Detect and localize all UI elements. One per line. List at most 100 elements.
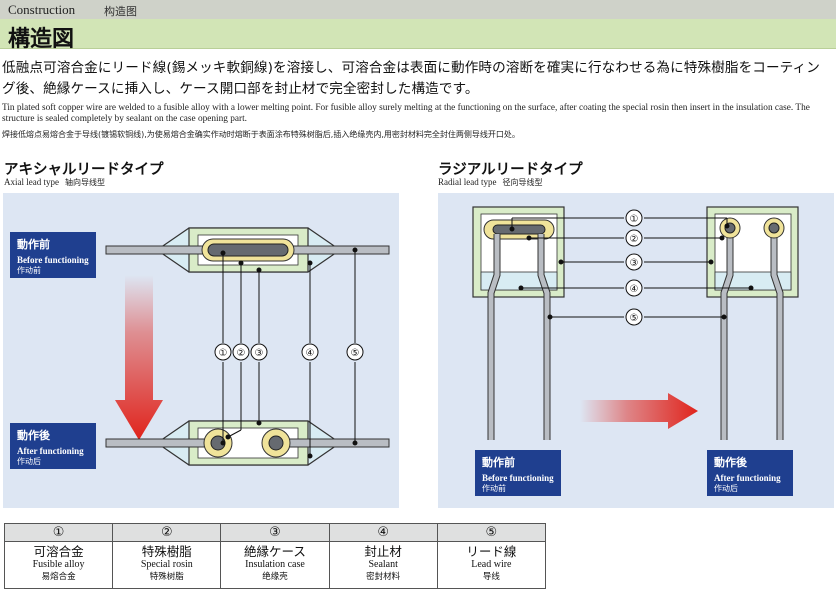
axial-callout-4: ④: [306, 348, 315, 359]
axial-callout-2: ②: [237, 348, 246, 359]
radial-after-lead-right: [771, 228, 783, 440]
section-label-zh: 构造图: [104, 5, 137, 18]
radial-after-component: [706, 206, 799, 440]
radial-after-lead-left: [721, 228, 733, 440]
part-name-zh: 绝缘壳: [262, 572, 288, 582]
axial-callouts: ① ② ③ ④ ⑤: [214, 343, 364, 361]
title-band: 構造図: [0, 19, 836, 52]
radial-leader-lines: [509, 217, 754, 320]
axial-after-lead-wire-left: [105, 438, 219, 448]
part-name-zh: 易熔合金: [41, 572, 76, 582]
axial-before-alloy: [207, 243, 289, 257]
radial-callout-4-ring: [625, 279, 643, 297]
axial-after-lead-wire-right: [275, 438, 390, 448]
part-name-zh: 特殊树脂: [149, 572, 184, 582]
part-name-jp: リード線: [466, 544, 517, 559]
axial-after-tag: 動作後 After functioning 作动后: [10, 423, 96, 469]
axial-before-tag-zh: 作动前: [17, 266, 41, 275]
radial-subtitle: Radial lead type 径向导线型: [438, 177, 542, 188]
axial-after-tag-zh: 作动后: [17, 457, 41, 466]
radial-before-tag-jp: 動作前: [482, 456, 515, 469]
axial-callout-1: ①: [219, 348, 228, 359]
axial-callout-1-ring: [214, 343, 232, 361]
parts-number-row: ① ② ③ ④ ⑤: [3, 523, 547, 542]
part-name-jp: 絶縁ケース: [244, 544, 306, 559]
radial-callout-1: ①: [630, 214, 639, 225]
part-number: ③: [220, 523, 330, 542]
axial-callout-4-ring: [301, 343, 319, 361]
part-name-jp: 可溶合金: [33, 544, 84, 559]
description-jp: 低融点可溶合金にリード線(錫メッキ軟銅線)を溶接し、可溶合金は表面に動作時の溶断…: [2, 60, 820, 97]
axial-callout-5: ⑤: [351, 348, 360, 359]
part-cell-lead-wire: リード線 Lead wire 导线: [436, 541, 547, 589]
radial-callout-5-ring: [625, 308, 643, 326]
parts-legend-table: ① ② ③ ④ ⑤ 可溶合金 Fusible alloy 易熔合金 特殊樹脂 S…: [3, 523, 547, 589]
axial-callout-5-ring: [346, 343, 364, 361]
description-zh: 焊接低熔点易熔合金于导线(镀锡软铜线),为使易熔合金确实作动时熔断于表面涂布特殊…: [2, 130, 520, 139]
axial-before-tag-jp: 動作前: [17, 238, 50, 251]
axial-after-alloy-right: [268, 435, 284, 451]
radial-before-alloy: [492, 224, 546, 235]
part-name-jp: 特殊樹脂: [141, 544, 192, 559]
radial-callout-4: ④: [630, 284, 639, 295]
part-name-en: Special rosin: [140, 559, 193, 570]
axial-before-component: [105, 227, 390, 273]
radial-subtitle-zh: 径向导线型: [502, 178, 543, 187]
part-number: ⑤: [436, 523, 547, 542]
part-cell-special-rosin: 特殊樹脂 Special rosin 特殊树脂: [112, 541, 222, 589]
radial-functioning-arrow: [580, 393, 698, 429]
axial-leader-lines: [220, 247, 358, 459]
part-number: ④: [328, 523, 438, 542]
axial-subtitle-en: Axial lead type: [4, 177, 59, 187]
part-cell-sealant: 封止材 Sealant 密封材料: [328, 541, 438, 589]
radial-callouts: ① ② ③ ④ ⑤: [625, 209, 643, 326]
radial-before-tag-en: Before functioning: [482, 473, 554, 483]
page-title: 構造図: [8, 27, 75, 52]
parts-name-row: 可溶合金 Fusible alloy 易熔合金 特殊樹脂 Special ros…: [3, 541, 547, 589]
description-en: Tin plated soft copper wire are welded t…: [2, 103, 810, 124]
radial-after-tag: 動作後 After functioning 作动后: [707, 450, 793, 496]
axial-after-tag-en: After functioning: [17, 446, 84, 456]
radial-callout-1-ring: [625, 209, 643, 227]
axial-before-tag: 動作前 Before functioning 作动前: [10, 232, 96, 278]
radial-after-tag-jp: 動作後: [714, 456, 747, 469]
radial-callout-2: ②: [630, 234, 639, 245]
axial-after-component: [105, 420, 390, 466]
part-name-en: Sealant: [368, 559, 398, 570]
part-name-jp: 封止材: [364, 544, 402, 559]
radial-callout-5: ⑤: [630, 313, 639, 324]
radial-before-tag: 動作前 Before functioning 作动前: [475, 450, 561, 496]
part-number: ②: [112, 523, 222, 542]
part-name-zh: 导线: [482, 572, 500, 582]
part-name-en: Lead wire: [471, 559, 512, 570]
section-label-en: Construction: [8, 2, 76, 17]
axial-before-tag-en: Before functioning: [17, 255, 89, 265]
axial-functioning-arrow: [115, 275, 163, 440]
radial-after-tag-en: After functioning: [714, 473, 781, 483]
radial-before-component: [472, 206, 565, 440]
radial-before-lead-right: [538, 234, 550, 440]
radial-title: ラジアルリードタイプ: [438, 162, 583, 178]
radial-callout-2-ring: [625, 229, 643, 247]
radial-callout-3: ③: [630, 258, 639, 269]
part-cell-insulation-case: 絶縁ケース Insulation case 绝缘壳: [220, 541, 330, 589]
part-number: ①: [3, 523, 114, 542]
axial-title: アキシャルリードタイプ: [4, 162, 164, 178]
radial-after-alloy-right: [768, 222, 780, 234]
part-cell-fusible-alloy: 可溶合金 Fusible alloy 易熔合金: [3, 541, 114, 589]
part-name-zh: 密封材料: [366, 572, 401, 582]
axial-callout-3: ③: [255, 348, 264, 359]
radial-callout-3-ring: [625, 253, 643, 271]
radial-subtitle-en: Radial lead type: [438, 177, 497, 187]
axial-after-tag-jp: 動作後: [17, 429, 50, 442]
part-name-en: Insulation case: [245, 559, 305, 570]
radial-before-lead-left: [488, 234, 500, 440]
axial-subtitle: Axial lead type 轴向导线型: [4, 177, 105, 188]
axial-subtitle-zh: 轴向导线型: [64, 178, 105, 187]
part-name-en: Fusible alloy: [32, 559, 85, 570]
header-bar: Construction 构造图: [0, 0, 836, 19]
radial-after-tag-zh: 作动后: [714, 484, 738, 493]
axial-callout-2-ring: [232, 343, 250, 361]
axial-callout-3-ring: [250, 343, 268, 361]
